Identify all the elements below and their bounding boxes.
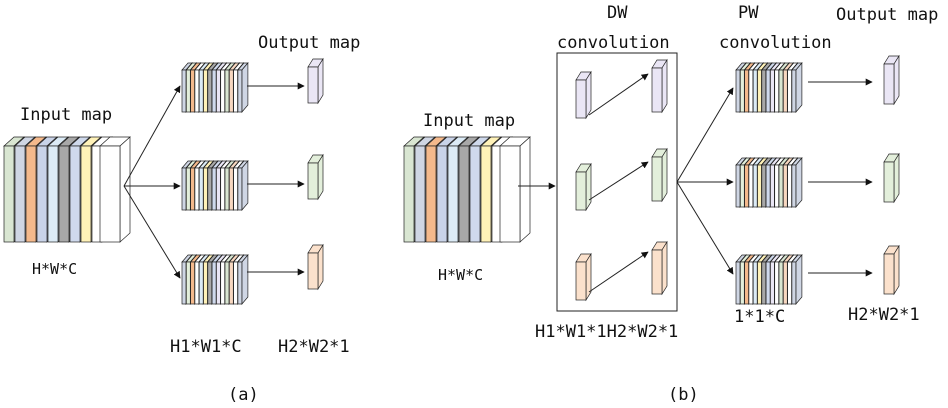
panel-b-pw-kernel-2 [735,157,803,208]
dw-slab [575,162,592,212]
dw-slab [651,147,668,203]
slice [791,62,803,113]
panel-b-input-label: Input map [423,111,515,131]
panel-a-arrow-to-kernel-3 [123,185,181,279]
panel-b-dw-input-1 [575,70,592,120]
output-slab [307,153,324,201]
panel-b-arrow-to-pw-1 [676,87,734,183]
panel-a-output-3 [307,243,324,291]
panel-b-input-dims: H*W*C [438,266,483,284]
panel-b-dw-output-2 [651,147,668,203]
panel-b-output-label: Output map [836,5,938,25]
panel-b-input-map [403,136,531,243]
output-slab [883,244,900,296]
panel-a-input-label: Input map [20,105,112,125]
slice [237,62,249,113]
dw-slab [575,252,592,302]
panel-a-input-map [3,136,131,243]
panel-b: Input map H*W*C DW convolution PW convol… [403,3,938,405]
slice [791,157,803,208]
output-slab [883,152,900,204]
panel-b-output-2 [883,152,900,204]
dw-slab [651,240,668,296]
panel-b-dw-output-3 [651,240,668,296]
panel-b-output-1 [883,54,900,106]
output-slab [307,57,324,105]
panel-a-output-1 [307,57,324,105]
dw-slab [651,58,668,114]
slice-front [499,136,531,243]
panel-b-dw-input-2 [575,162,592,212]
slice-front [99,136,131,243]
panel-b-dw-arrow-3 [588,251,649,293]
panel-a-kernel-1 [181,62,249,113]
slice [237,254,249,305]
slice [791,254,803,305]
panel-a-output-dims: H2*W2*1 [278,337,350,357]
panel-a-input-dims: H*W*C [32,260,77,278]
output-slab [883,54,900,106]
panel-b-dw-label-line1: DW [607,3,628,23]
panel-b-pw-label-line2: convolution [719,33,832,53]
panel-a: Input map H*W*C Output map H1*W1*C H2*W2… [3,33,360,405]
panel-b-output-dims: H2*W2*1 [848,305,920,325]
panel-a-kernel-dims: H1*W1*C [170,337,242,357]
panel-a-kernel-3 [181,254,249,305]
panel-b-dw-arrow-2 [588,161,649,201]
panel-a-caption: (a) [228,385,259,405]
panel-b-arrow-to-pw-3 [676,181,734,275]
panel-b-dw-output-1 [651,58,668,114]
panel-b-dw-dims: H1*W1*1H2*W2*1 [535,322,678,342]
panel-a-output-2 [307,153,324,201]
panel-b-dw-input-3 [575,252,592,302]
panel-b-caption: (b) [668,385,699,405]
slice [237,160,249,211]
dw-slab [575,70,592,120]
panel-b-pw-dims: 1*1*C [734,307,785,327]
panel-b-dw-label-line2: convolution [557,33,670,53]
panel-a-kernel-2 [181,160,249,211]
output-slab [307,243,324,291]
panel-b-output-3 [883,244,900,296]
panel-b-pw-label-line1: PW [738,3,759,23]
panel-b-pw-kernel-1 [735,62,803,113]
panel-a-arrow-to-kernel-1 [123,85,181,187]
panel-b-dw-arrow-1 [588,73,649,116]
panel-b-pw-kernel-3 [735,254,803,305]
panel-a-output-label: Output map [258,33,360,53]
